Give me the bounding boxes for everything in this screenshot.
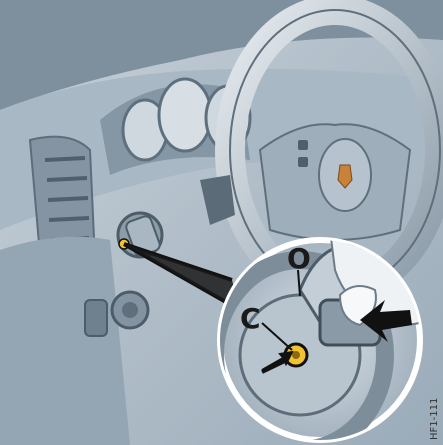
wheel-button-icon (298, 140, 308, 150)
wheel-button-icon (298, 157, 308, 167)
lower-dash-panel (0, 237, 130, 445)
reference-code: HF1-111 (429, 398, 440, 440)
callout-o-label: O (287, 242, 311, 275)
callout-c-label: C (240, 302, 261, 335)
